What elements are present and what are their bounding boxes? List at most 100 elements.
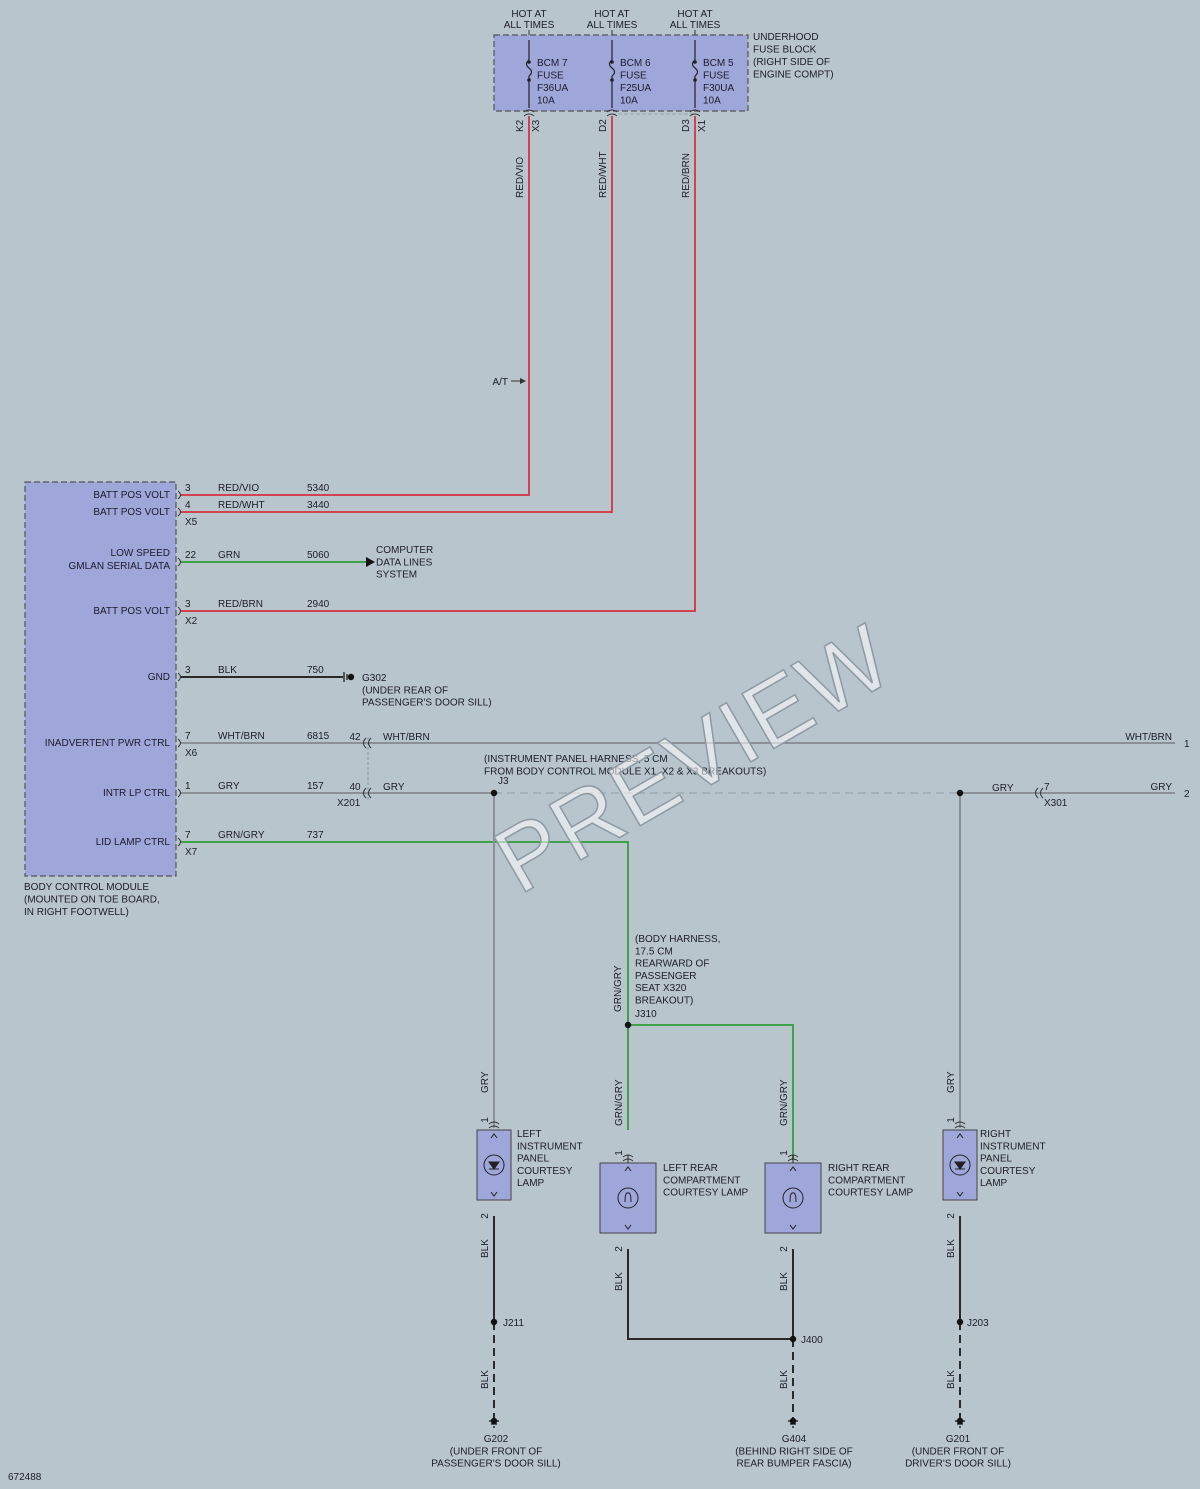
led-diode-icon <box>954 1161 966 1170</box>
lamp-label: PANEL <box>517 1154 549 1165</box>
lamp-label: LEFT REAR <box>663 1163 718 1174</box>
fuse-block-title: ENGINE COMPT) <box>753 70 834 81</box>
fuse-terminal <box>527 60 531 64</box>
bcm-label: BODY CONTROL MODULE <box>24 882 149 893</box>
bcm-pin-number: 3 <box>185 665 191 676</box>
wire-blk-left-rear <box>627 1249 793 1340</box>
bcm-connector-label: X6 <box>185 748 198 759</box>
bcm-pin-terminal <box>177 788 181 798</box>
components-layer <box>24 34 1044 1428</box>
lamp-body <box>599 1162 657 1234</box>
splice-j3-label: J3 <box>498 776 509 787</box>
ground-label: (UNDER FRONT OF <box>912 1446 1005 1457</box>
bcm-pin-number: 1 <box>185 781 191 792</box>
bcm-circuit-number: 3440 <box>307 500 330 511</box>
hot-at-all-times-label: HOT AT <box>677 9 712 20</box>
x201-pin: 42 <box>349 732 361 743</box>
g302-label: G302 <box>362 673 387 684</box>
hot-at-all-times-label: ALL TIMES <box>504 20 555 31</box>
right-edge-reference: 1 <box>1184 739 1190 750</box>
led-icon <box>483 1154 505 1176</box>
body-harness-note: 17.5 CM <box>635 946 673 957</box>
lamp-input-wire-color: GRY <box>946 1071 957 1093</box>
blk-wire-label: BLK <box>946 1370 957 1389</box>
lamp-input-wire-color: GRN/GRY <box>779 1079 790 1126</box>
bcm-pin-number: 3 <box>185 483 191 494</box>
bcm-pin-terminal <box>177 606 181 616</box>
lamp-arrow <box>624 1224 632 1230</box>
bcm-circuit-number: 737 <box>307 830 324 841</box>
x201-connector <box>363 787 372 799</box>
lamp-pin-in: 1 <box>614 1150 625 1156</box>
fuse-block-title: (RIGHT SIDE OF <box>753 57 830 68</box>
body-harness-note: REARWARD OF <box>635 959 709 970</box>
bcm-pin-function: GND <box>148 672 170 683</box>
fuse-label: F25UA <box>620 83 651 94</box>
computer-data-lines-label: SYSTEM <box>376 570 417 581</box>
x201-connector <box>363 737 372 749</box>
fuse-terminal <box>610 78 614 82</box>
lamp-label: LEFT <box>517 1129 541 1140</box>
bcm-wire-color: WHT/BRN <box>218 731 265 742</box>
x201-label: X201 <box>337 798 361 809</box>
lamp-label: COURTESY <box>517 1166 573 1177</box>
fuse-wire-color-label: RED/WHT <box>598 151 609 198</box>
g302-label: (UNDER REAR OF <box>362 685 448 696</box>
ground-label: G404 <box>782 1434 807 1445</box>
underhood-fuse-block <box>493 34 749 112</box>
blk-wire-label: BLK <box>779 1272 790 1291</box>
splice-right-gry <box>956 789 964 797</box>
bcm-pin-number: 3 <box>185 599 191 610</box>
bcm-wire-color: GRN/GRY <box>218 830 265 841</box>
hot-at-all-times-label: ALL TIMES <box>587 20 638 31</box>
right-edge-reference: 2 <box>1184 789 1190 800</box>
fuse-label: FUSE <box>703 71 730 82</box>
lamp-input-wire-color: GRY <box>480 1071 491 1093</box>
lamp-arrow <box>956 1191 964 1197</box>
ground-point <box>956 1417 964 1425</box>
lamp-pin-out: 2 <box>946 1213 957 1219</box>
ground-point <box>347 673 355 681</box>
bcm-pin-number: 7 <box>185 830 191 841</box>
bcm-pin-terminal <box>177 672 181 682</box>
bcm-connector-label: X7 <box>185 847 198 858</box>
bcm-wire-color: RED/WHT <box>218 500 265 511</box>
ground-label: G201 <box>946 1434 971 1445</box>
bcm-circuit-number: 6815 <box>307 731 330 742</box>
lamp-label: RIGHT <box>980 1129 1011 1140</box>
bcm-wire-color: RED/BRN <box>218 599 263 610</box>
lamp-label: COURTESY <box>980 1166 1036 1177</box>
ground-label: DRIVER'S DOOR SILL) <box>905 1459 1011 1470</box>
splice-j211-label: J211 <box>503 1318 524 1329</box>
bcm-connector-label: X5 <box>185 517 198 528</box>
lamp-label: COMPARTMENT <box>663 1175 740 1186</box>
hot-at-all-times-label: ALL TIMES <box>670 20 721 31</box>
computer-data-lines-label: DATA LINES <box>376 557 433 568</box>
ground-label: PASSENGER'S DOOR SILL) <box>431 1459 561 1470</box>
blk-wire-label: BLK <box>779 1370 790 1389</box>
bcm-wire-color: RED/VIO <box>218 483 259 494</box>
body-harness-note: (BODY HARNESS, <box>635 934 720 945</box>
fuse-label: 10A <box>620 96 638 107</box>
splice-j211 <box>490 1318 498 1326</box>
right-edge-wire-color: GRY <box>1151 782 1173 793</box>
x201-pin: 40 <box>349 782 361 793</box>
bcm-pin-terminal <box>177 837 181 847</box>
bcm-circuit-number: 2940 <box>307 599 330 610</box>
fuse-wire-color-label: RED/VIO <box>515 157 526 198</box>
lamp-arrow <box>624 1166 632 1172</box>
lamp-pin-in: 1 <box>779 1150 790 1156</box>
bcm-pin-number: 7 <box>185 731 191 742</box>
bcm-wire-color: GRY <box>218 781 240 792</box>
lamp-pin-out: 2 <box>614 1246 625 1252</box>
bcm-circuit-number: 5340 <box>307 483 330 494</box>
bcm-label: IN RIGHT FOOTWELL) <box>24 907 129 918</box>
lamp-connector <box>488 1121 500 1129</box>
bcm-wire-color: GRN <box>218 550 240 561</box>
lamp-arrow <box>490 1133 498 1139</box>
lamp-pin-out: 2 <box>480 1213 491 1219</box>
bulb-filament-icon <box>789 1192 797 1203</box>
lamp-label: COURTESY LAMP <box>828 1188 914 1199</box>
blk-wire-label: BLK <box>614 1272 625 1291</box>
fuse-block-title: FUSE BLOCK <box>753 45 817 56</box>
